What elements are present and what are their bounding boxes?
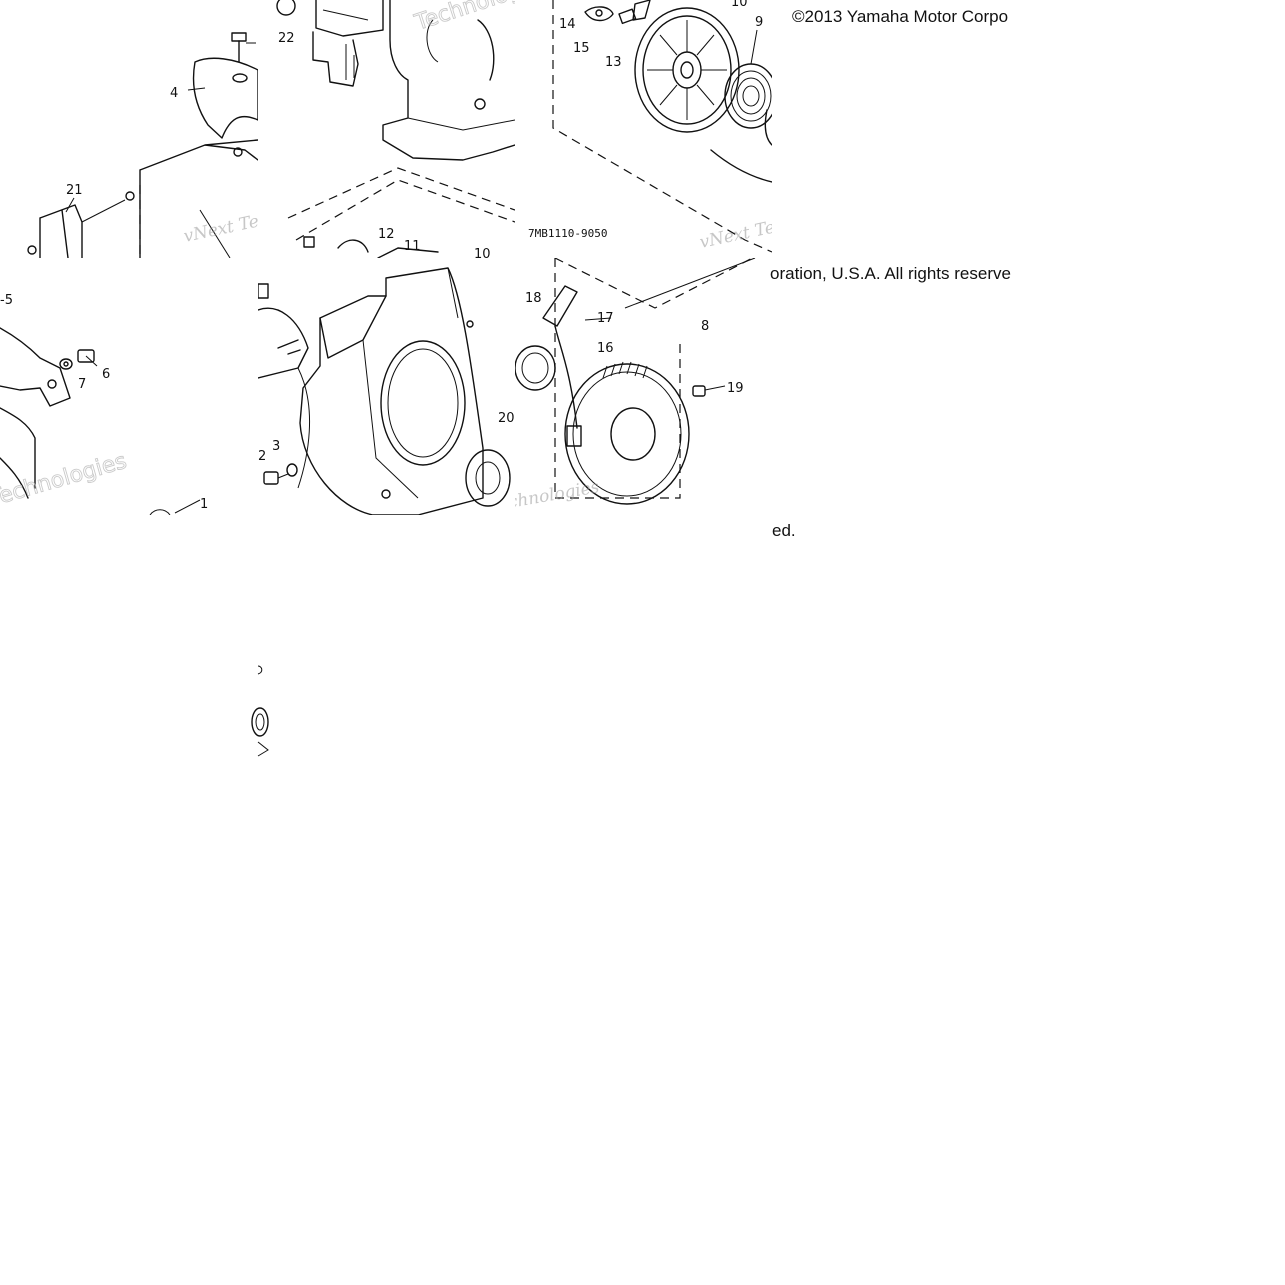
copyright-text-top: ©2013 Yamaha Motor Corpo [792, 7, 1009, 26]
diagram-tile-bottom-middle: 2 3 20 [258, 258, 515, 515]
callout-10: 10 [731, 0, 748, 10]
recoil-starter-case [564, 361, 690, 505]
callout-10b: 10 [474, 247, 491, 258]
exploded-view-bottom-right: 18 17 16 19 8 chnologies [515, 258, 756, 513]
callout-21: 21 [66, 183, 83, 198]
callout-4: 4 [170, 86, 178, 101]
bolt-icon-2 [263, 471, 289, 485]
bracket-part [39, 204, 83, 258]
diagram-fragment [251, 665, 269, 757]
diagram-tile-top-middle: 22 12 11 10 Technologies [258, 0, 515, 258]
exploded-view-top-middle: 22 12 11 10 Technologies [276, 0, 515, 258]
recoil-pulley [634, 7, 740, 133]
exploded-view-top-right: 14 15 13 10 9 7MB1110-9050 vNext Tec [528, 0, 772, 253]
watermark-small: chnologies [515, 477, 601, 513]
callout-13: 13 [605, 55, 622, 70]
starter-cup [465, 449, 511, 507]
callout-2: 2 [258, 449, 266, 464]
callout-1: 1 [200, 497, 208, 512]
callout-14: 14 [559, 17, 576, 32]
watermark-outline-2: Technologies [0, 449, 130, 512]
diagram-tile-top-right: 14 15 13 10 9 7MB1110-9050 vNext Tec [515, 0, 772, 258]
callout-5: -5 [0, 293, 13, 308]
starter-handle [542, 285, 612, 429]
seal-ring [515, 345, 556, 391]
watermark-outline: Technologies [411, 0, 515, 36]
callout-7: 7 [78, 377, 86, 392]
baffle-plate [312, 0, 384, 87]
callout-19: 19 [727, 381, 744, 396]
engine-block [382, 0, 515, 161]
callout-16: 16 [597, 341, 614, 356]
bolt-icon-6 [77, 349, 98, 367]
washer-icon [286, 463, 298, 477]
callout-8: 8 [701, 319, 709, 334]
callout-3: 3 [272, 439, 280, 454]
diagram-tile-bottom-right: 18 17 16 19 8 chnologies [515, 258, 772, 515]
callout-18: 18 [525, 291, 542, 306]
callout-17: 17 [597, 311, 614, 326]
side-cover [0, 327, 71, 407]
fan-housing [299, 267, 484, 515]
recoil-spring [724, 29, 772, 129]
diagram-tile-fragment [240, 660, 270, 760]
cover-plate [192, 57, 258, 139]
diagram-tile-bottom-left: -5 7 6 1 Technologies [0, 258, 258, 515]
callout-20: 20 [498, 411, 515, 426]
housing-body [139, 139, 258, 258]
exploded-view-top-left: 4 21 vNext Tec [27, 32, 258, 258]
exploded-view-bottom-middle: 2 3 20 [258, 267, 515, 515]
diagram-tile-top-left: 4 21 vNext Tec [0, 0, 258, 258]
callout-22: 22 [278, 31, 295, 46]
callout-9: 9 [755, 15, 763, 30]
callout-11: 11 [404, 239, 421, 254]
copyright-text-middle: oration, U.S.A. All rights reserve [770, 264, 1011, 283]
copyright-text-end: ed. [772, 521, 796, 540]
callout-12: 12 [378, 227, 395, 242]
bolt-icon-19 [692, 385, 726, 397]
washer-nut-icon [59, 358, 73, 370]
exploded-view-bottom-left: -5 7 6 1 Technologies [0, 293, 208, 515]
callout-6: 6 [102, 367, 110, 382]
part-code-label: 7MB1110-9050 [528, 227, 607, 240]
callout-15: 15 [573, 41, 590, 56]
bolt-icon [231, 32, 256, 63]
